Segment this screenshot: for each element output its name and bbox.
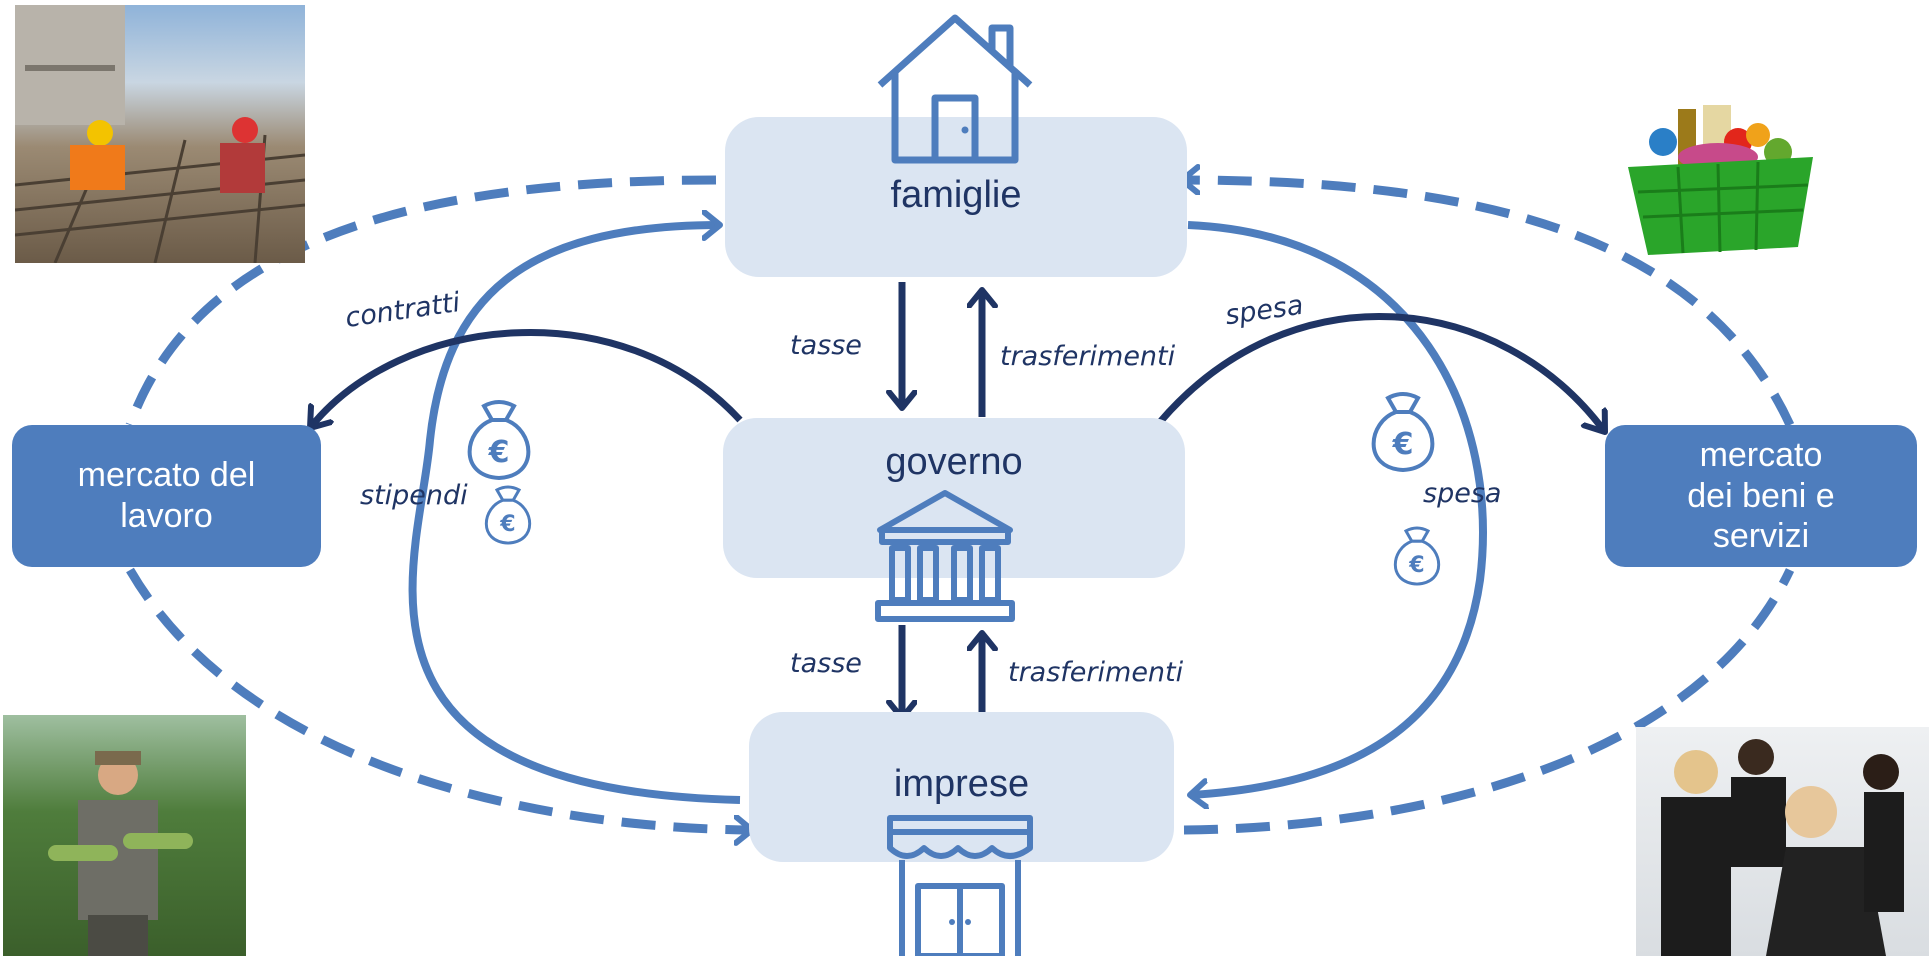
svg-text:€: € [1392, 427, 1414, 462]
dashed-arrow-top-right [1182, 180, 1795, 427]
farmer-photo [3, 715, 246, 956]
node-goods-market: mercato dei beni e servizi [1605, 425, 1917, 567]
node-famiglie: famiglie [725, 117, 1187, 277]
dashed-outer-flow [125, 175, 1795, 835]
label-stipendi: stipendi [360, 480, 468, 511]
solid-inner-flow [408, 221, 1487, 804]
euro-money-bag-icon: € [467, 400, 531, 481]
label-tasse-top: tasse [790, 330, 862, 361]
bank-icon [875, 490, 1015, 622]
label-trasferimenti-bottom: trasferimenti [1008, 657, 1184, 688]
arrow-contratti [310, 328, 743, 428]
node-governo-label: governo [885, 441, 1023, 483]
grocery-basket-photo [1618, 97, 1823, 262]
node-goods-market-label: mercato dei beni e servizi [1687, 435, 1835, 556]
arrow-spending-to-firms [1188, 221, 1487, 795]
arrow-wages-to-families [408, 225, 741, 804]
euro-money-bag-icon: € [1371, 392, 1435, 473]
house-icon [877, 14, 1033, 164]
construction-workers-photo [15, 5, 305, 263]
node-labour-market-label: mercato del lavoro [77, 456, 256, 535]
svg-text:€: € [488, 435, 510, 470]
label-tasse-bottom: tasse [790, 648, 862, 679]
node-famiglie-label: famiglie [890, 174, 1022, 216]
node-labour-market: mercato del lavoro [12, 425, 321, 567]
euro-money-bag-icon: € [484, 485, 532, 545]
dashed-arrow-bottom-left [126, 567, 752, 830]
government-flows [310, 282, 1605, 726]
arrow-spesa-top [1157, 312, 1605, 432]
label-spesa-right: spesa [1423, 478, 1502, 509]
label-trasferimenti-top: trasferimenti [1000, 341, 1176, 372]
euro-money-bag-icon: € [1393, 526, 1441, 586]
hairdresser-photo [1636, 727, 1929, 956]
node-imprese: imprese [749, 712, 1174, 862]
node-imprese-label: imprese [893, 763, 1030, 805]
shop-icon [887, 815, 1033, 956]
dashed-arrow-bottom-right [1183, 568, 1795, 835]
svg-text:€: € [1408, 552, 1424, 578]
dashed-arrow-top-left [125, 175, 717, 427]
svg-text:€: € [499, 511, 515, 537]
